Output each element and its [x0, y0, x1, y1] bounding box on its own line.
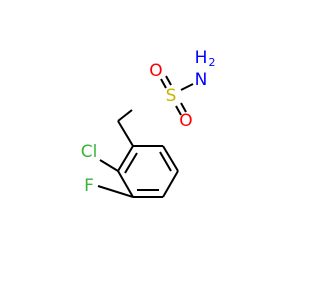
- atom-hydrogen-h2: H: [195, 48, 208, 68]
- bond-c3-to-f: [97, 185, 134, 198]
- atom-hydrogen-subscript: 2: [209, 56, 216, 69]
- molecule-drawing: O S O H 2 N Cl F: [81, 48, 216, 198]
- ring-double-bond-inner-1: [124, 152, 138, 174]
- structure-canvas: O S O H 2 N Cl F: [80, 48, 216, 198]
- atom-fluorine: F: [84, 176, 94, 196]
- bond-ring-to-cl: [99, 159, 119, 172]
- bond-ch2-to-s: [117, 109, 133, 122]
- bond-s-o-top-b: [165, 75, 172, 86]
- ring-double-bond-inner-3: [159, 151, 172, 172]
- bond-s-o-bottom-b: [180, 102, 187, 113]
- atom-sulfur: S: [166, 86, 177, 106]
- bond-s-to-n: [180, 83, 194, 91]
- bond-s-o-top-a: [160, 78, 167, 89]
- atom-nitrogen: N: [195, 70, 208, 90]
- ring-bond-c1-c2: [117, 145, 134, 172]
- bond-s-o-bottom-a: [175, 105, 182, 116]
- atom-chlorine: Cl: [81, 142, 98, 162]
- ring-bond-c5-c6: [162, 145, 179, 172]
- ring-bond-c2-c3: [117, 170, 134, 198]
- bond-ring-to-ch2: [117, 120, 134, 147]
- ring-bond-c4-c5: [162, 170, 179, 198]
- atom-oxygen-top: O: [149, 61, 162, 81]
- atom-oxygen-bottom: O: [179, 111, 192, 131]
